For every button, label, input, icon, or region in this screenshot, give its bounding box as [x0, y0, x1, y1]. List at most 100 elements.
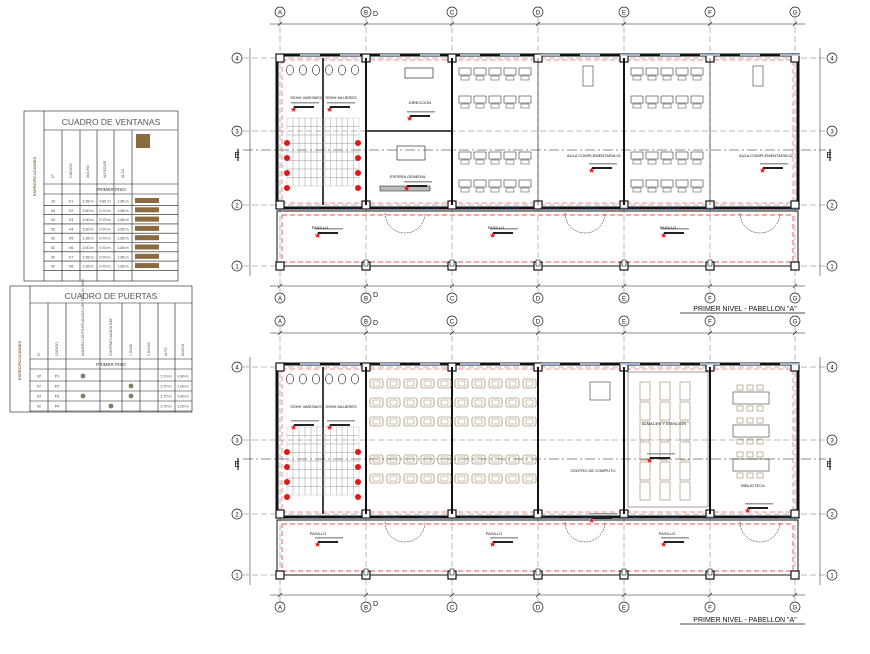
floor-tile: [336, 426, 343, 436]
floor-tile: [347, 469, 354, 479]
floor-tile: [341, 143, 348, 153]
library-chair: [746, 451, 754, 458]
student-desk: [473, 151, 487, 160]
grid-bubble: [789, 292, 801, 304]
grid-bubble: [789, 6, 801, 18]
student-chair: [475, 187, 485, 193]
floor-tile: [324, 151, 331, 161]
computer-station: [488, 397, 503, 408]
grid-label: F: [708, 10, 712, 16]
room-tag-star: ★: [489, 540, 496, 549]
floor-tile: [304, 134, 312, 144]
computer-screen: [440, 418, 449, 425]
door-swing-arc: [739, 212, 781, 234]
computer-station: [437, 473, 452, 484]
computer-screen: [423, 399, 432, 406]
grid-bubble: [826, 361, 838, 373]
computer-station: [488, 473, 503, 484]
student-chair: [520, 187, 530, 193]
floor-tile: [310, 168, 318, 178]
floor-tile: [304, 143, 312, 153]
wc-fixture: [312, 64, 320, 76]
floor-tile: [330, 134, 337, 144]
computer-station: [420, 397, 435, 408]
room-tag-bar: [294, 106, 314, 108]
floor-tile: [316, 443, 324, 453]
room-tag-line: [327, 102, 355, 104]
student-chair: [490, 187, 500, 193]
room-tag-bar: [592, 517, 612, 519]
red-fixture-mark: [355, 494, 361, 500]
floor-tile: [330, 452, 337, 462]
student-desk: [503, 151, 517, 160]
grid-bubble: [532, 601, 544, 613]
dimension-tick: [277, 21, 283, 27]
dimension-tick: [707, 330, 713, 336]
computer-station: [403, 378, 418, 389]
window-type-bar: [135, 253, 159, 259]
computer-screen: [474, 418, 483, 425]
room-tag-star: ★: [406, 114, 413, 123]
floor-tile: [336, 143, 343, 153]
dimension-tick: [792, 283, 798, 289]
grid-label: A: [278, 10, 282, 16]
student-desk: [473, 179, 487, 188]
floor-tile: [330, 143, 337, 153]
computer-screen: [525, 418, 534, 425]
window-cell: 2.00 m: [83, 246, 94, 250]
window-cell: 02: [51, 246, 55, 250]
red-fixture-mark: [355, 155, 361, 161]
grid-bubble: [231, 125, 243, 137]
door-col-header: 1 HOJA: [129, 343, 133, 356]
room-tag-line: [315, 228, 343, 230]
door-swing-arc: [564, 212, 606, 234]
room-tag-line: [407, 111, 435, 113]
door-schedule-floor: PRIMER PISO: [96, 362, 126, 367]
student-chair: [647, 159, 657, 165]
floor-tile: [292, 443, 300, 453]
student-desk: [488, 151, 502, 160]
floor-tile: [316, 160, 324, 170]
corridor-post: [621, 259, 627, 267]
door-cell: 2.70 m: [161, 405, 172, 409]
dimension-tick: [449, 283, 455, 289]
door-cell: 2.70 m: [161, 395, 172, 399]
floor-tile: [330, 117, 337, 127]
door-cell: 0.90 m: [178, 395, 189, 399]
floor-tile: [347, 486, 354, 496]
floor-tile: [324, 460, 331, 470]
dimension-tick: [449, 21, 455, 27]
library-chair: [756, 417, 764, 424]
computer-station: [403, 473, 418, 484]
computer-station: [505, 473, 520, 484]
grid-bubble: [789, 315, 801, 327]
computer-station: [403, 416, 418, 427]
floor-tile: [310, 426, 318, 436]
floor-tile: [310, 443, 318, 453]
room-tag-star: ★: [314, 231, 321, 240]
floor-tile: [304, 117, 312, 127]
room-label-centro-computo: CENTRO DE COMPUTO: [570, 468, 615, 473]
grid-label: B: [364, 605, 368, 611]
window-cell: 1.65 m: [118, 246, 129, 250]
window-schedule-floor: PRIMER PISO: [96, 187, 126, 192]
student-chair: [490, 75, 500, 81]
floor-tile: [336, 443, 343, 453]
grid-bubble: [360, 315, 372, 327]
floor-tile: [324, 443, 331, 453]
computer-screen: [525, 475, 534, 482]
floor-tile: [298, 477, 306, 487]
student-chair: [520, 159, 530, 165]
room-tag-line: [589, 163, 617, 165]
floor-tile: [324, 469, 331, 479]
storage-shelf: [659, 421, 671, 441]
student-chair: [490, 103, 500, 109]
grid-bubble: [618, 315, 630, 327]
grid-bubble: [704, 6, 716, 18]
computer-station: [437, 378, 452, 389]
grid-bubble: [826, 52, 838, 64]
window-col-header: ALTO: [121, 169, 125, 178]
